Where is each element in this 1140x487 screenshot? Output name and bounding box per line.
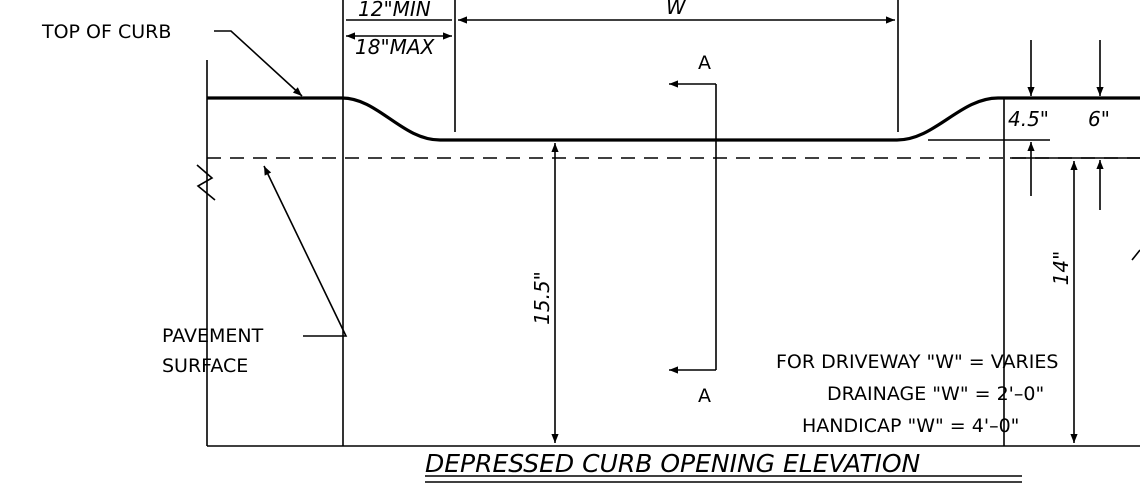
break-symbol	[196, 164, 216, 201]
pavement-leader	[263, 165, 348, 337]
top-of-curb-leader	[214, 30, 303, 97]
max-dim-label: 18"MAX	[355, 35, 436, 59]
pavement-label-line1: PAVEMENT	[162, 325, 264, 347]
top-of-curb-label: TOP OF CURB	[41, 21, 171, 43]
dim-4-5-label: 4.5"	[1008, 107, 1049, 131]
w-dim-label: W	[666, 0, 687, 19]
min-dim-label: 12"MIN	[358, 0, 431, 21]
note-handicap: HANDICAP "W" = 4'–0"	[802, 415, 1019, 437]
dim-6-label: 6"	[1088, 107, 1110, 131]
section-label-bottom: A	[698, 385, 711, 407]
note-drainage: DRAINAGE "W" = 2'–0"	[827, 383, 1044, 405]
dim-15-5-label: 15.5"	[530, 271, 554, 325]
curb-top-profile	[207, 96, 1140, 142]
drawing-title: DEPRESSED CURB OPENING ELEVATION	[425, 449, 921, 478]
pavement-label-line2: SURFACE	[162, 355, 248, 377]
dim-14-label: 14"	[1049, 251, 1073, 286]
note-driveway: FOR DRIVEWAY "W" = VARIES	[776, 351, 1058, 373]
section-label-top: A	[698, 52, 711, 74]
